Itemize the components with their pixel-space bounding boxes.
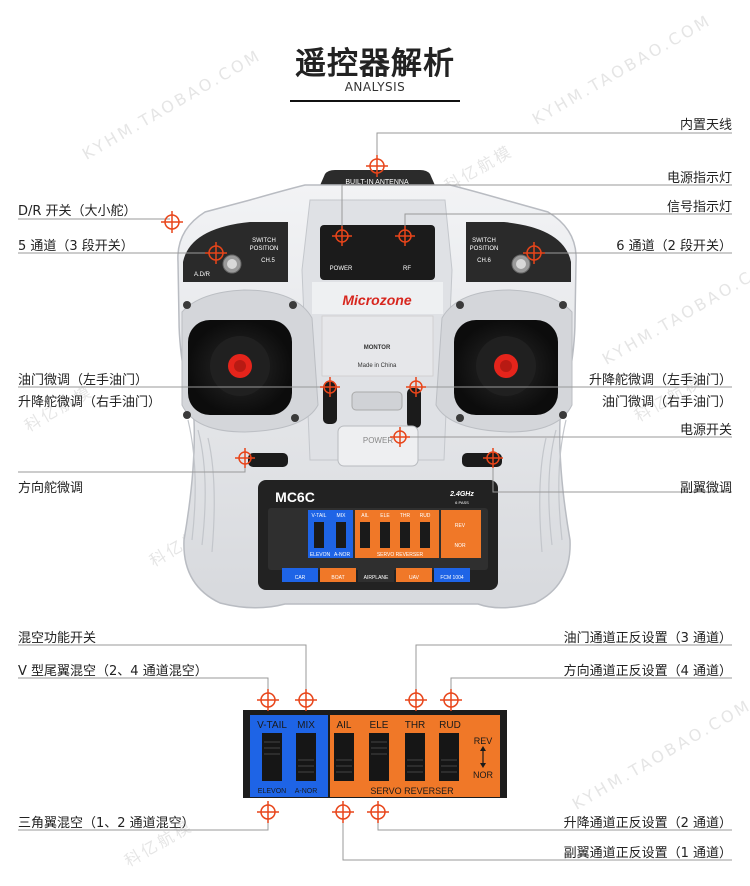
callout-throttle-trim-left: 油门微调（左手油门） bbox=[18, 373, 149, 388]
target-markers bbox=[161, 155, 545, 823]
switch-mix bbox=[296, 733, 316, 781]
detail-rev: REV bbox=[474, 736, 493, 746]
rf-led-label: RF bbox=[403, 266, 411, 272]
svg-text:UAV: UAV bbox=[409, 575, 420, 581]
callout-throttle-trim-right: 油门微调（右手油门） bbox=[601, 395, 732, 410]
callout-elevator-trim-left: 升降舵微调（左手油门） bbox=[588, 373, 732, 388]
svg-text:MIX: MIX bbox=[337, 513, 347, 519]
reverser-detail bbox=[243, 710, 507, 798]
left-switch-plate bbox=[183, 222, 288, 282]
svg-text:REV: REV bbox=[455, 523, 466, 529]
callout-rudder-trim: 方向舵微调 bbox=[18, 481, 84, 496]
svg-text:SERVO REVERSER: SERVO REVERSER bbox=[377, 552, 424, 558]
switch-thr bbox=[405, 733, 425, 781]
svg-text:AIRPLANE: AIRPLANE bbox=[364, 575, 389, 581]
right-switch-plate bbox=[466, 222, 571, 282]
svg-text:Made in China: Made in China bbox=[358, 363, 397, 369]
detail-label-v-tail: V-TAIL bbox=[257, 720, 287, 731]
page-subtitle: ANALYSIS bbox=[344, 80, 406, 94]
detail-label-ail: AIL bbox=[336, 720, 351, 731]
svg-text:A-NOR: A-NOR bbox=[295, 788, 318, 795]
brand-logo: Microzone bbox=[342, 292, 411, 308]
power-button-label: POWER bbox=[363, 436, 393, 445]
callout-power-switch: 电源开关 bbox=[679, 423, 732, 438]
switch-ail bbox=[334, 733, 354, 781]
detail-label-thr: THR bbox=[405, 720, 426, 731]
callout-ch5: 5 通道（3 段开关） bbox=[18, 239, 134, 254]
svg-text:SWITCH: SWITCH bbox=[472, 238, 496, 244]
callout-thr-reverse: 油门通道正反设置（3 通道） bbox=[563, 631, 732, 646]
callout-v-tail-mix: V 型尾翼混空（2、4 通道混空） bbox=[18, 664, 208, 679]
page-title: 遥控器解析 bbox=[295, 46, 455, 82]
callout-mix-switch: 混空功能开关 bbox=[18, 631, 97, 646]
callout-ail-reverse: 副翼通道正反设置（1 通道） bbox=[563, 846, 732, 861]
svg-text:AIL: AIL bbox=[361, 513, 369, 519]
svg-text:CH.6: CH.6 bbox=[477, 258, 491, 264]
right-horizontal-trim bbox=[462, 453, 502, 467]
panel-logo: MC6C bbox=[275, 489, 315, 505]
svg-text:ELE: ELE bbox=[380, 513, 390, 519]
detail-label-rud: RUD bbox=[439, 720, 461, 731]
callout-rud-reverse: 方向通道正反设置（4 通道） bbox=[563, 664, 732, 679]
callout-dr-switch: D/R 开关（大小舵） bbox=[18, 204, 137, 219]
callout-ch6: 6 通道（2 段开关） bbox=[616, 239, 732, 254]
callout-antenna: 内置天线 bbox=[679, 118, 732, 133]
svg-text:2.4GHz: 2.4GHz bbox=[449, 491, 474, 498]
transmitter bbox=[177, 170, 577, 609]
detail-servo-reverser: SERVO REVERSER bbox=[370, 786, 454, 796]
svg-text:A.D/R: A.D/R bbox=[194, 272, 211, 278]
svg-text:CH.5: CH.5 bbox=[261, 258, 275, 264]
switch-ele bbox=[369, 733, 389, 781]
power-led-label: POWER bbox=[330, 266, 353, 272]
svg-text:CAR: CAR bbox=[295, 575, 306, 581]
right-vertical-trim bbox=[407, 388, 421, 428]
svg-text:6 PASS: 6 PASS bbox=[455, 500, 469, 505]
svg-text:NOR: NOR bbox=[454, 543, 466, 549]
svg-text:ELEVON: ELEVON bbox=[258, 788, 286, 795]
svg-text:RUD: RUD bbox=[420, 513, 431, 519]
callout-signal-led: 信号指示灯 bbox=[666, 200, 732, 215]
power-button bbox=[337, 425, 419, 467]
svg-text:ELEVON: ELEVON bbox=[310, 552, 331, 558]
svg-text:FCM 1004: FCM 1004 bbox=[440, 575, 464, 581]
svg-text:SWITCH: SWITCH bbox=[252, 238, 276, 244]
detail-nor: NOR bbox=[473, 770, 494, 780]
detail-label-ele: ELE bbox=[370, 720, 389, 731]
detail-label-mix: MIX bbox=[297, 720, 315, 731]
svg-text:POSITION: POSITION bbox=[470, 246, 499, 252]
svg-text:BOAT: BOAT bbox=[331, 575, 344, 581]
callout-elevon-mix: 三角翼混空（1、2 通道混空） bbox=[18, 816, 195, 831]
left-horizontal-trim bbox=[248, 453, 288, 467]
antenna-label: BUILT-IN ANTENNA bbox=[345, 179, 409, 186]
callout-elevator-trim-right: 升降舵微调（右手油门） bbox=[18, 395, 162, 410]
callout-power-led: 电源指示灯 bbox=[666, 171, 732, 186]
callout-aileron-trim: 副翼微调 bbox=[679, 481, 732, 496]
switch-rud bbox=[439, 733, 459, 781]
svg-text:A-NOR: A-NOR bbox=[334, 552, 351, 558]
svg-text:V-TAIL: V-TAIL bbox=[312, 513, 327, 519]
svg-text:POSITION: POSITION bbox=[250, 246, 279, 252]
svg-text:MONTOR: MONTOR bbox=[364, 345, 391, 351]
led-window bbox=[320, 225, 435, 280]
switch-v-tail bbox=[262, 733, 282, 781]
svg-text:THR: THR bbox=[400, 513, 411, 519]
callout-ele-reverse: 升降通道正反设置（2 通道） bbox=[563, 816, 732, 831]
